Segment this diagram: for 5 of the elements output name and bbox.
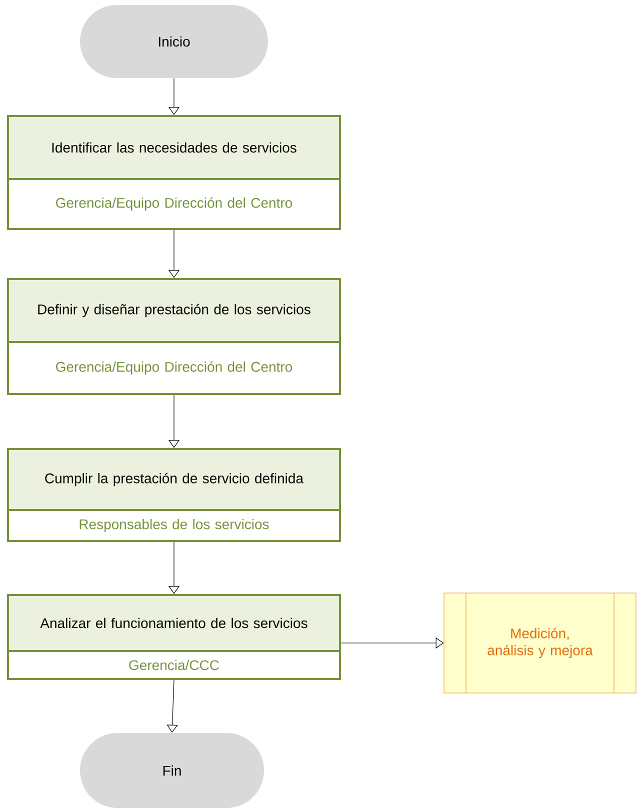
process-box: Analizar el funcionamiento de los servicios Gerencia/CCC [7, 594, 341, 680]
subprocess-box: Medición, análisis y mejora [444, 592, 636, 694]
process-box: Identificar las necesidades de servicios Gerencia/Equipo Dirección del Centro [7, 115, 341, 230]
process-box: Cumplir la prestación de servicio definida Responsables de los servicios [7, 448, 341, 542]
process-box: Definir y diseñar prestación de los servicios Gerencia/Equipo Dirección del Centro [7, 278, 341, 395]
